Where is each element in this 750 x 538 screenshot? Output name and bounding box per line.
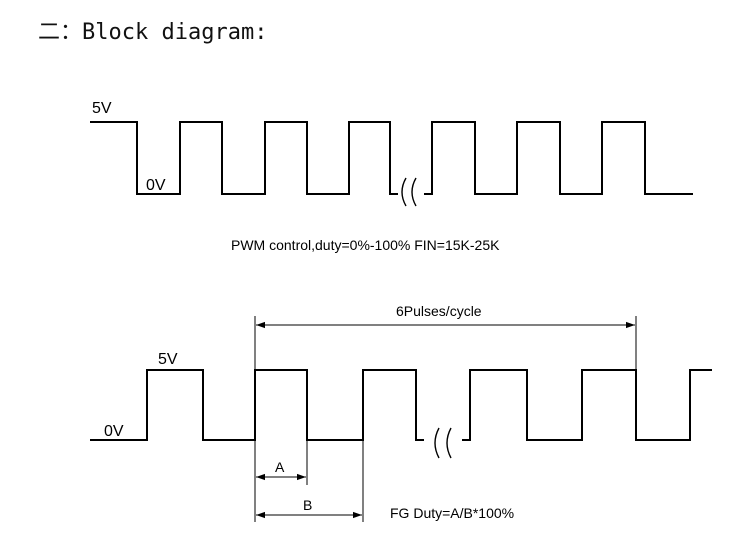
section-heading: 二：Block diagram: xyxy=(38,14,267,46)
pwm-diagram: 5V 0V PWM control,duty=0%-100% FIN=15K-2… xyxy=(90,100,693,253)
pwm-break-mark xyxy=(401,177,417,207)
fg-waveform-left xyxy=(90,369,424,441)
fg-break-mark xyxy=(434,427,452,459)
pwm-caption: PWM control,duty=0%-100% FIN=15K-25K xyxy=(231,237,500,253)
fg-caption: FG Duty=A/B*100% xyxy=(390,505,514,521)
a-label: A xyxy=(275,459,285,475)
fg-diagram: 5V 0V 6Pulses/cycle A B FG Duty=A/B*100% xyxy=(90,303,712,522)
pulses-label: 6Pulses/cycle xyxy=(396,303,482,319)
pwm-waveform-left xyxy=(90,121,398,195)
fg-waveform-right xyxy=(462,369,712,441)
pwm-waveform-right xyxy=(424,121,693,195)
fg-high-label: 5V xyxy=(158,351,178,368)
fg-low-label: 0V xyxy=(104,423,124,440)
pwm-high-label: 5V xyxy=(92,100,112,117)
b-label: B xyxy=(303,497,312,513)
pwm-low-label: 0V xyxy=(146,177,166,194)
section-number: 二 xyxy=(38,20,61,45)
section-title: ：Block diagram: xyxy=(60,20,268,45)
